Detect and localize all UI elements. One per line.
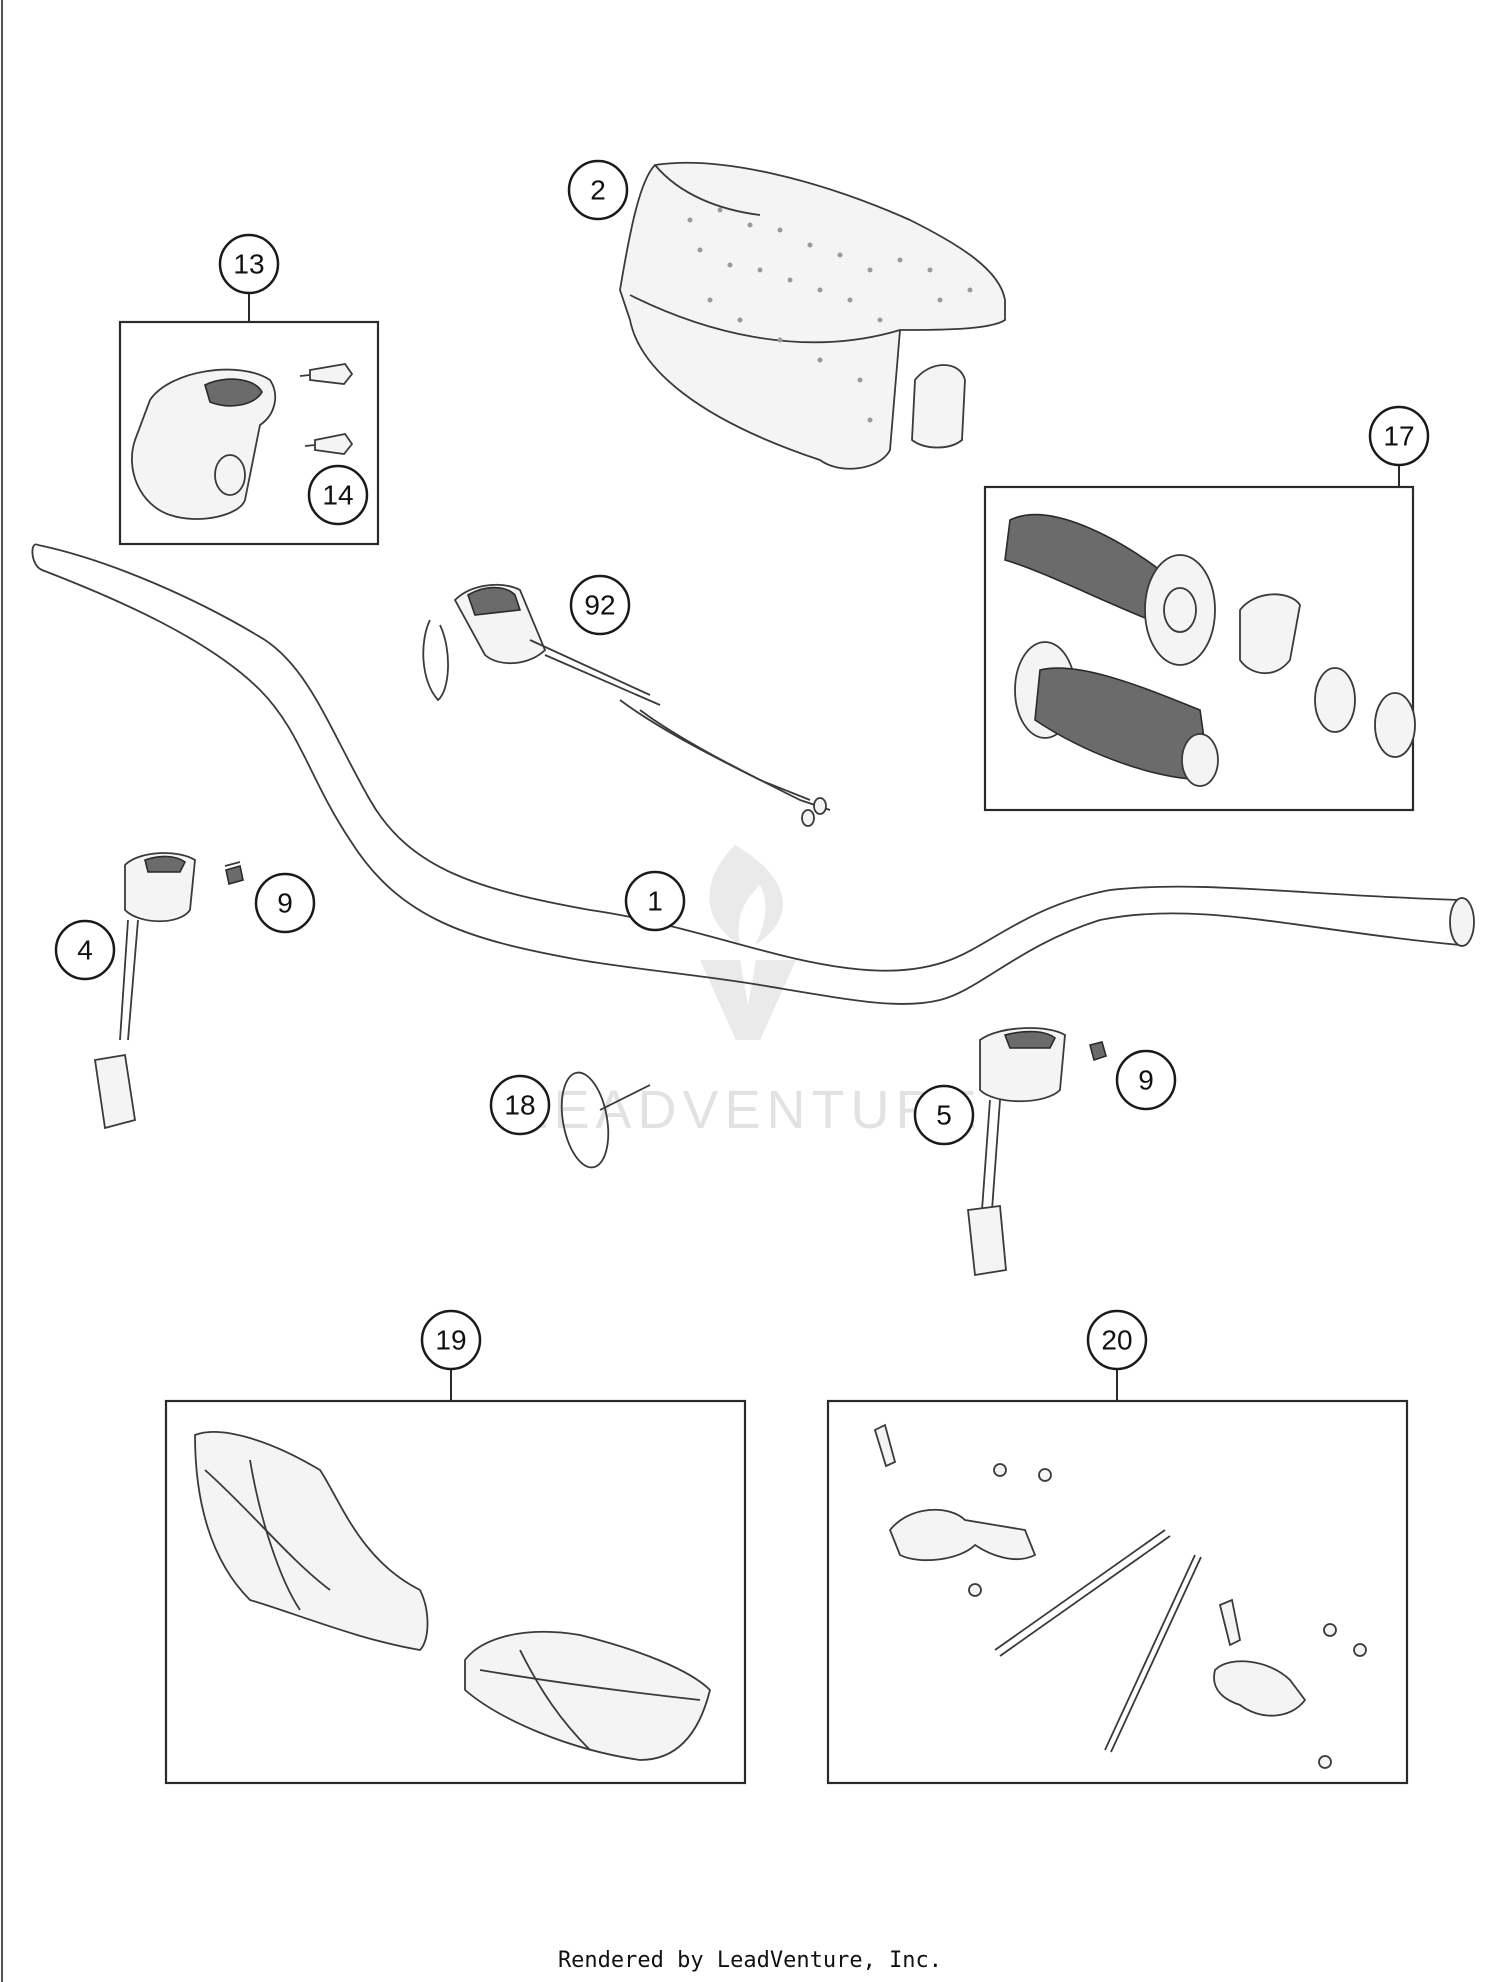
callout-14: 14 [307, 464, 369, 526]
kit-19-box [164, 1399, 747, 1785]
handlebar-part [31, 543, 1475, 1005]
kit-13-parts [131, 363, 354, 520]
callout-2-label: 2 [590, 175, 606, 206]
kit-19-parts [194, 1431, 711, 1761]
callout-5: 5 [913, 1084, 975, 1146]
callout-4: 4 [54, 919, 116, 981]
kit-20-box [826, 1399, 1409, 1785]
cable-tie-part [560, 1071, 651, 1169]
callout-92: 92 [569, 574, 631, 636]
throttle-cable-part [422, 583, 831, 827]
callout-20-label: 20 [1101, 1325, 1132, 1356]
callout-13: 13 [218, 233, 280, 295]
right-switch-part [967, 1027, 1107, 1277]
callout-19-label: 19 [435, 1325, 466, 1356]
callout-9-left-label: 9 [277, 888, 293, 919]
callout-4-label: 4 [77, 935, 93, 966]
callout-13-label: 13 [233, 249, 264, 280]
watermark-logo: LEADVENTURE [517, 845, 982, 1140]
callout-1: 1 [624, 870, 686, 932]
callout-92-label: 92 [584, 590, 615, 621]
callout-14-label: 14 [322, 480, 353, 511]
kit-17-parts [1004, 513, 1416, 787]
callout-9-right: 9 [1115, 1049, 1177, 1111]
callout-9-left: 9 [254, 872, 316, 934]
left-switch-part [93, 852, 244, 1130]
callout-17-label: 17 [1383, 421, 1414, 452]
callout-17: 17 [1368, 405, 1430, 467]
callout-20: 20 [1086, 1309, 1148, 1371]
callout-18: 18 [489, 1074, 551, 1136]
callout-5-label: 5 [936, 1100, 952, 1131]
callout-1-label: 1 [647, 886, 663, 917]
kit-17-box [983, 485, 1415, 812]
callout-9-right-label: 9 [1138, 1065, 1154, 1096]
watermark-text: LEADVENTURE [517, 1080, 982, 1140]
bar-pad-part [619, 161, 1006, 470]
callout-19: 19 [420, 1309, 482, 1371]
kit-20-parts [873, 1423, 1367, 1769]
footer-credit: Rendered by LeadVenture, Inc. [557, 1948, 943, 1973]
callout-2: 2 [567, 159, 629, 221]
callout-18-label: 18 [504, 1090, 535, 1121]
